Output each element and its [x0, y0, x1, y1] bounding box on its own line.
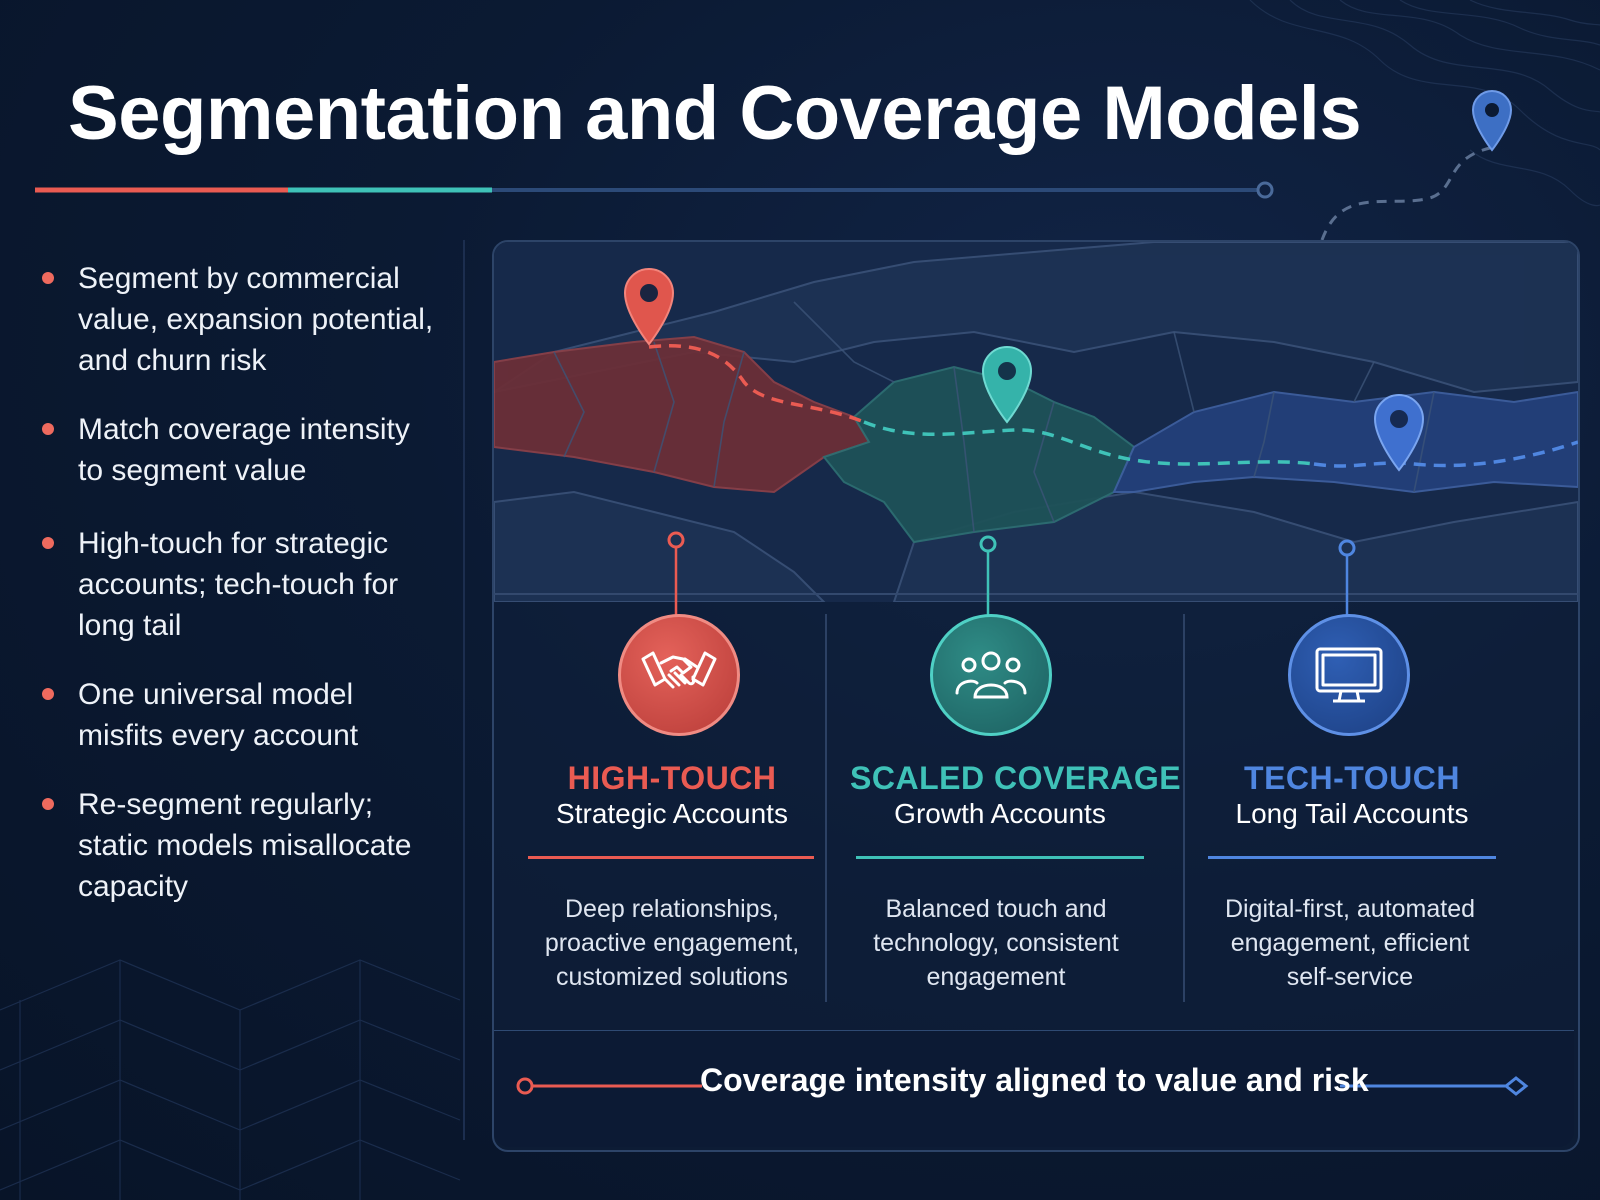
bullet-dot: [42, 688, 54, 700]
bullet-item: One universal model misfits every accoun…: [40, 674, 440, 756]
monitor-icon: [1315, 647, 1383, 703]
map-pin-blue-icon: [1373, 394, 1425, 472]
segment-icon-circle: [1288, 614, 1410, 736]
bullet-text: One universal model misfits every accoun…: [78, 678, 359, 752]
segment-underline: [856, 856, 1144, 859]
territory-map: [494, 242, 1578, 602]
bullet-dot: [42, 798, 54, 810]
segment-underline: [1208, 856, 1496, 859]
bullet-dot: [42, 423, 54, 435]
column-connectors: [667, 531, 1356, 1002]
bullet-text: High-touch for strategic accounts; tech-…: [78, 527, 399, 642]
map-region-blue: [1112, 390, 1578, 494]
segment-description: Balanced touch and technology, consisten…: [873, 895, 1119, 991]
coverage-panel: HIGH-TOUCH Strategic Accounts Deep relat…: [492, 240, 1580, 1152]
segment-subtitle: Strategic Accounts: [556, 798, 788, 829]
segment-title: TECH-TOUCH: [1244, 760, 1460, 796]
segment-icon-circle: [618, 614, 740, 736]
segment-description: Deep relationships, proactive engagement…: [544, 895, 800, 991]
segment-title: HIGH-TOUCH: [567, 760, 777, 796]
bullet-text: Re-segment regularly; static models misa…: [78, 788, 412, 903]
map-pin-icon: [1471, 90, 1513, 152]
bullet-dot: [42, 272, 54, 284]
title-underline: [35, 146, 1491, 240]
map-pin-teal-icon: [981, 346, 1033, 424]
bullet-item: High-touch for strategic accounts; tech-…: [40, 523, 440, 646]
footer-text: Coverage intensity aligned to value and …: [700, 1062, 1369, 1098]
segment-subtitle: Growth Accounts: [894, 798, 1106, 829]
segment-underline: [528, 856, 814, 859]
footer-arrows: [516, 1076, 1529, 1096]
bullet-dot: [42, 537, 54, 549]
segment-description: Digital-first, automated engagement, eff…: [1224, 895, 1476, 991]
bullet-text: Segment by commercial value, expansion p…: [78, 262, 434, 377]
bullet-list: Segment by commercial value, expansion p…: [40, 258, 440, 935]
footer-bar: [494, 1030, 1574, 1147]
people-group-icon: [955, 651, 1027, 699]
segment-subtitle: Long Tail Accounts: [1235, 798, 1469, 829]
bullet-item: Match coverage intensity to segment valu…: [40, 409, 440, 491]
bullet-text: Match coverage intensity to segment valu…: [78, 413, 410, 487]
segment-icon-circle: [930, 614, 1052, 736]
bullet-item: Re-segment regularly; static models misa…: [40, 784, 440, 907]
handshake-icon: [641, 651, 717, 689]
map-pin-red-icon: [623, 268, 675, 346]
bullet-item: Segment by commercial value, expansion p…: [40, 258, 440, 381]
segment-title: SCALED COVERAGE: [850, 760, 1182, 796]
page-title: Segmentation and Coverage Models: [68, 71, 1362, 156]
